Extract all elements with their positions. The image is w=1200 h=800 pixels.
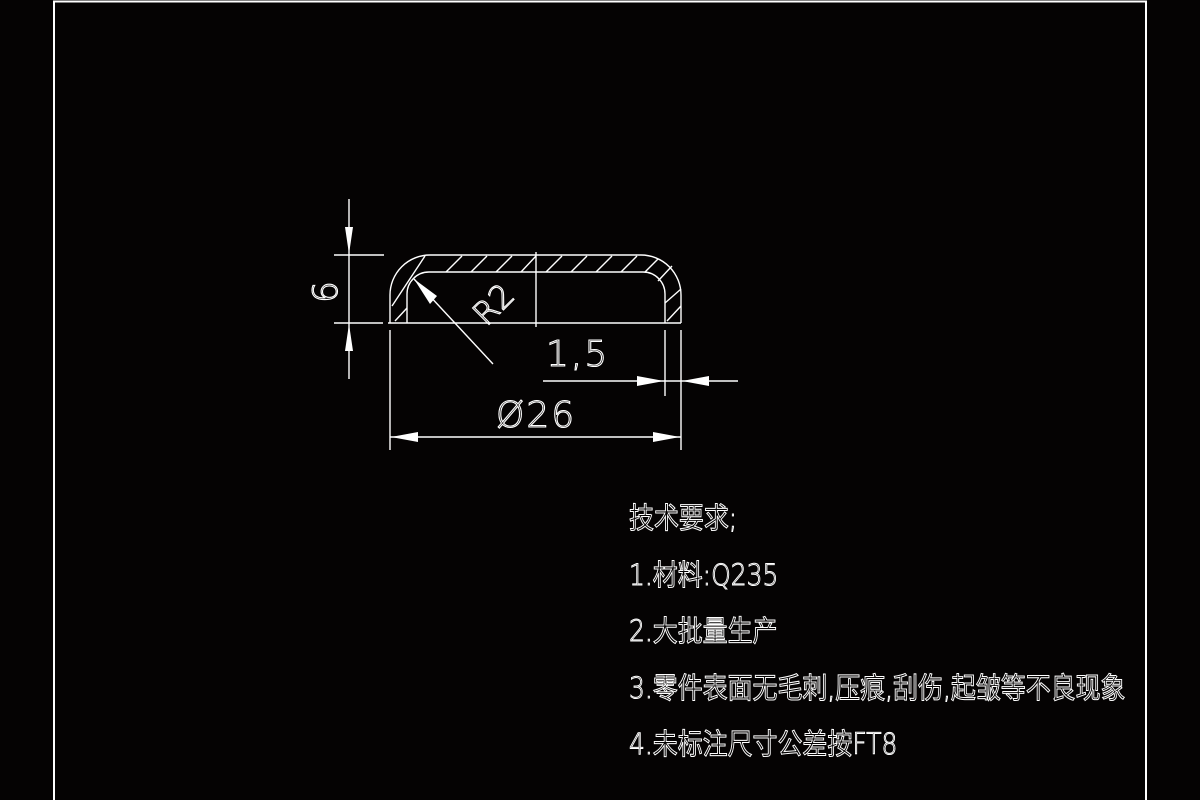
dim-label-thickness: 1,5 <box>545 333 610 375</box>
dimension-height <box>334 199 384 379</box>
arrow-up-icon <box>345 324 353 351</box>
arrow-left-icon <box>682 376 709 386</box>
arrow-leader-icon <box>414 279 437 304</box>
requirement-item: 3.零件表面无毛刺,压痕,刮伤,起皱等不良现象 <box>629 670 1126 705</box>
drawing-frame <box>53 0 1147 800</box>
requirements-title: 技术要求; <box>629 501 738 536</box>
dimension-diameter <box>389 330 682 450</box>
dimension-radius <box>413 278 494 365</box>
arrow-right-icon <box>637 376 664 386</box>
technical-requirements: 技术要求; 1.材料:Q235 2.大批量生产 3.零件表面无毛刺,压痕,刮伤,… <box>629 490 1200 773</box>
dimension-thickness <box>543 330 738 396</box>
section-hatching <box>391 255 682 322</box>
dim-label-height: 6 <box>305 281 346 304</box>
part-section <box>388 252 682 327</box>
requirement-item: 4.未标注尺寸公差按FT8 <box>629 727 898 762</box>
requirement-item: 2.大批量生产 <box>629 614 778 649</box>
arrow-left-icon <box>391 432 418 442</box>
arrow-right-icon <box>653 432 680 442</box>
dim-label-diameter: Ø26 <box>495 394 577 436</box>
requirement-item: 1.材料:Q235 <box>629 557 779 592</box>
arrow-down-icon <box>345 227 353 254</box>
